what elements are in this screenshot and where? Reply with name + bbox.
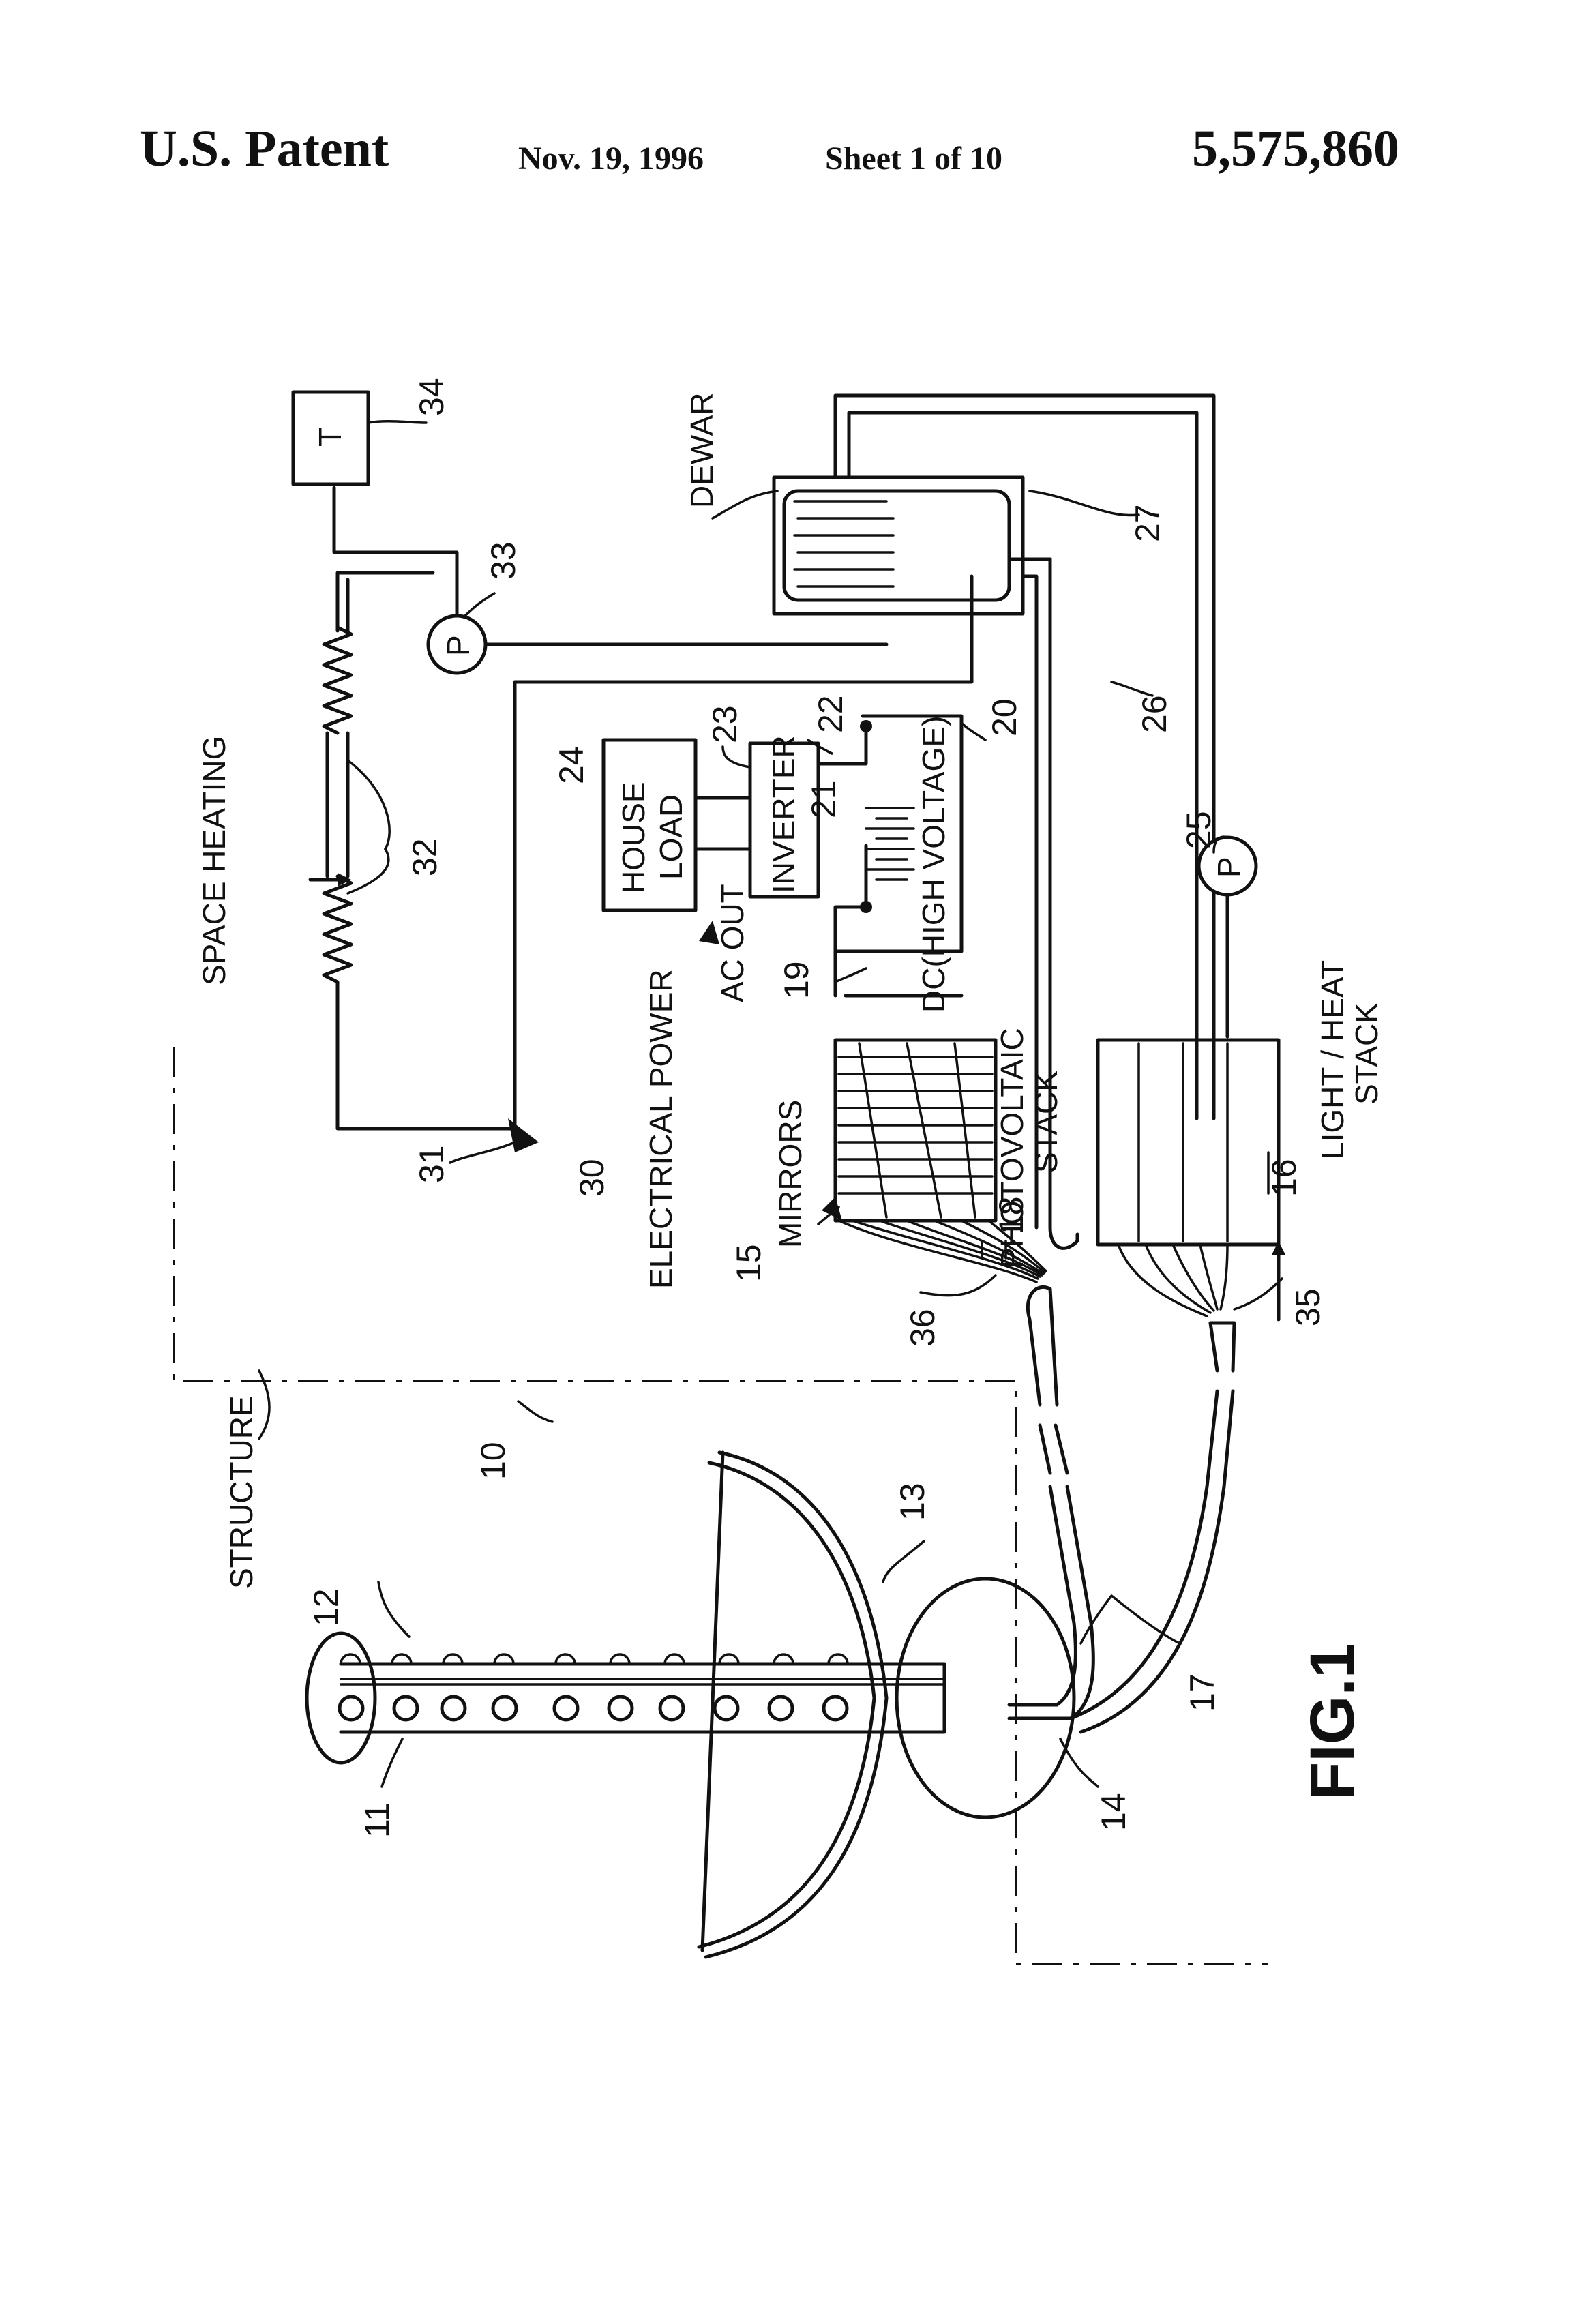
label-structure: STRUCTURE xyxy=(224,1395,259,1589)
label-load: LOAD xyxy=(653,794,689,880)
ref-15: 15 xyxy=(730,1244,768,1282)
label-pump-33: P xyxy=(441,635,476,656)
ref-33: 33 xyxy=(484,541,522,580)
ref-18: 18 xyxy=(992,1196,1030,1234)
label-pv-stack: STACK xyxy=(1028,1071,1064,1173)
collector-tube xyxy=(307,1633,944,1763)
label-mirrors: MIRRORS xyxy=(773,1100,808,1248)
reference-numerals: 10 11 12 13 14 15 16 17 18 19 20 21 22 2… xyxy=(307,378,1327,1838)
ref-31: 31 xyxy=(413,1145,451,1183)
ref-10: 10 xyxy=(474,1442,512,1480)
label-space-heating: SPACE HEATING xyxy=(196,736,232,985)
dewar-vessel xyxy=(774,396,1214,1118)
label-ac-out: AC OUT xyxy=(715,884,750,1002)
ref-34: 34 xyxy=(413,378,451,416)
label-light-heat: LIGHT / HEAT xyxy=(1315,960,1350,1159)
label-dewar: DEWAR xyxy=(684,392,719,508)
label-dc: DC(HIGH VOLTAGE) xyxy=(916,716,951,1013)
label-pump-25: P xyxy=(1211,856,1247,878)
ref-20: 20 xyxy=(985,698,1024,736)
focal-disk xyxy=(897,1579,1074,1817)
ref-30: 30 xyxy=(573,1159,611,1197)
figure-label: FIG.1 xyxy=(1298,1643,1367,1800)
label-house: HOUSE xyxy=(616,781,651,893)
ref-35: 35 xyxy=(1289,1288,1327,1326)
ref-36: 36 xyxy=(904,1309,942,1347)
ref-12: 12 xyxy=(307,1588,345,1626)
light-heat-stack xyxy=(1098,1040,1279,1316)
ref-13: 13 xyxy=(893,1483,931,1521)
diagram-labels: STRUCTURE SPACE HEATING ELECTRICAL POWER… xyxy=(196,392,1384,1800)
ref-27: 27 xyxy=(1129,504,1167,542)
ref-11: 11 xyxy=(358,1802,396,1838)
ref-19: 19 xyxy=(777,961,816,999)
ref-25: 25 xyxy=(1180,811,1218,849)
pump-33 xyxy=(334,488,886,673)
fiber-optic-bundles xyxy=(1009,1287,1234,1732)
ref-17: 17 xyxy=(1183,1673,1221,1712)
ref-16: 16 xyxy=(1265,1159,1303,1197)
label-inverter: INVERTER xyxy=(766,735,801,893)
ref-23: 23 xyxy=(706,705,744,743)
ref-14: 14 xyxy=(1094,1793,1133,1831)
ref-32: 32 xyxy=(406,838,444,876)
ref-24: 24 xyxy=(552,746,591,784)
ref-26: 26 xyxy=(1135,695,1174,733)
label-electrical: ELECTRICAL POWER xyxy=(643,969,678,1289)
ref-22: 22 xyxy=(811,695,850,733)
ref-21: 21 xyxy=(805,780,843,818)
label-thermostat: T xyxy=(312,428,348,447)
label-lh-stack: STACK xyxy=(1349,1002,1384,1105)
